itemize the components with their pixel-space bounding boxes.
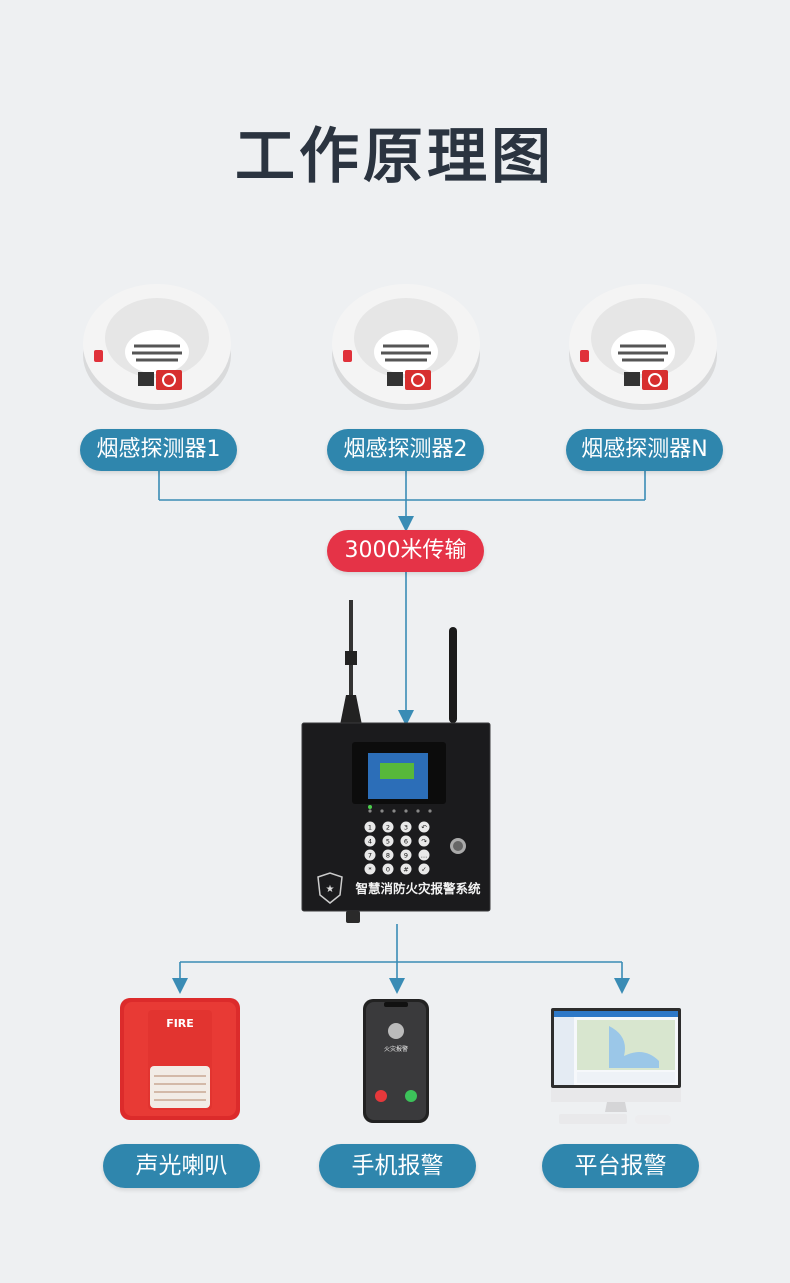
keypad-key xyxy=(364,863,376,875)
antenna-right-icon xyxy=(449,627,457,723)
keypad-key-label: 2 xyxy=(386,824,390,832)
siren-icon: FIRE xyxy=(120,998,240,1120)
keypad-key xyxy=(418,835,430,847)
decline-call-icon xyxy=(375,1090,387,1102)
keypad-key-label: 7 xyxy=(368,852,372,860)
keypad-key xyxy=(382,849,394,861)
keypad-key-label: 1 xyxy=(368,824,372,832)
smoke-detector-icon xyxy=(332,284,480,410)
keypad-key xyxy=(418,863,430,875)
keypad-key xyxy=(364,835,376,847)
alarm-controller-device: 1 2 3 ↶ 4 5 6 ↷ 7 8 9 … * 0 # ✓ ★ 智慧消防火灾报警系统 xyxy=(301,600,491,923)
page-title: 工作原理图 xyxy=(235,122,555,192)
keypad-key-label: 5 xyxy=(386,838,390,846)
shield-logo-icon xyxy=(317,872,343,904)
svg-text:★: ★ xyxy=(326,884,335,895)
keypad-key-label: 0 xyxy=(386,866,390,874)
smoke-detector-icon xyxy=(83,284,231,410)
keypad-key-label: # xyxy=(403,866,408,874)
accept-call-icon xyxy=(405,1090,417,1102)
transmission-label: 3000米传输 xyxy=(327,530,484,572)
keypad-key-label: 6 xyxy=(404,838,408,846)
keypad-key xyxy=(400,849,412,861)
keypad-key-label: … xyxy=(421,852,428,860)
keypad: 1 2 3 ↶ 4 5 6 ↷ 7 8 9 … * 0 # ✓ xyxy=(364,821,430,875)
detector-n-label: 烟感探测器N xyxy=(566,429,723,471)
antenna-left-icon xyxy=(349,600,353,695)
keypad-key xyxy=(418,849,430,861)
controller-panel-label: 智慧消防火灾报警系统 xyxy=(354,881,481,896)
smoke-detector-icon xyxy=(569,284,717,410)
platform-computer-icon xyxy=(551,1008,681,1124)
keypad-key-label: 8 xyxy=(386,852,390,860)
detector-1-label: 烟感探测器1 xyxy=(80,429,237,471)
platform-alarm-label: 平台报警 xyxy=(542,1144,699,1188)
keypad-key xyxy=(400,835,412,847)
keypad-key xyxy=(382,835,394,847)
phone-alarm-label: 手机报警 xyxy=(319,1144,476,1188)
keypad-key xyxy=(364,821,376,833)
keypad-key-label: ✓ xyxy=(421,866,426,874)
keypad-key-label: ↷ xyxy=(421,838,427,846)
detector-2-label: 烟感探测器2 xyxy=(327,429,484,471)
keypad-key-label: 4 xyxy=(368,838,372,846)
keypad-key-label: 3 xyxy=(404,824,408,832)
siren-sign-text: FIRE xyxy=(166,1017,194,1030)
phone-screen-text: 火灾报警 xyxy=(384,1045,408,1053)
keypad-key-label: 9 xyxy=(404,852,408,860)
mobile-phone-icon: 火灾报警 xyxy=(363,999,429,1123)
keypad-key-label: * xyxy=(368,866,372,874)
keypad-key xyxy=(382,821,394,833)
keypad-key xyxy=(364,849,376,861)
keypad-key-label: ↶ xyxy=(421,824,426,832)
keypad-key xyxy=(382,863,394,875)
siren-label: 声光喇叭 xyxy=(103,1144,260,1188)
keypad-key xyxy=(400,863,412,875)
keypad-key xyxy=(400,821,412,833)
keypad-key xyxy=(418,821,430,833)
